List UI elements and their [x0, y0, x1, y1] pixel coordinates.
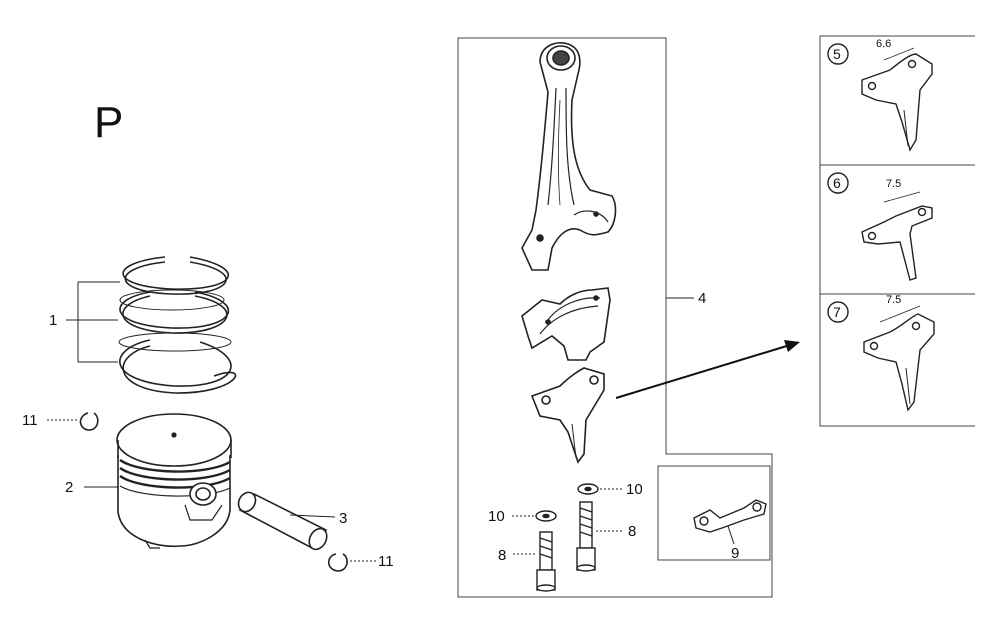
rod-bolt-left: [536, 531, 556, 592]
callout-label-rings: 1: [49, 312, 57, 329]
variant-dimension: 6.6: [876, 38, 891, 50]
variant-dimension: 7.5: [886, 178, 901, 190]
callout-label-bolt-left: 8: [498, 547, 506, 564]
rod-assembly-frame: [457, 37, 773, 598]
variant-number: 6: [833, 175, 841, 191]
variant-number: 7: [833, 304, 841, 320]
callout-leader-lock-plate: [727, 525, 735, 545]
callout-leader-pin: [289, 514, 336, 518]
callout-label-lock-plate: 9: [731, 545, 739, 562]
callout-label-clip-bottom: 11: [378, 553, 394, 570]
callout-label-pin: 3: [339, 510, 347, 527]
callout-leader-rings: [66, 281, 120, 363]
variant-5: 5 6.6: [827, 38, 933, 152]
variant-dimension: 7.5: [886, 294, 901, 306]
callout-label-washer-left: 10: [488, 508, 505, 525]
lock-plate-frame: [657, 465, 771, 561]
snap-clip-top: [79, 412, 99, 431]
callout-label-piston: 2: [65, 479, 73, 496]
variant-7: 7 7.5: [827, 294, 935, 412]
piston: [116, 413, 232, 549]
piston-pin: [237, 491, 328, 551]
rod-bolt-right: [576, 501, 596, 572]
connecting-rod: [521, 42, 617, 271]
variant-6: 6 7.5: [827, 172, 933, 281]
dipper-variant-6: [861, 205, 933, 281]
variant-number-badge: [827, 301, 849, 323]
section-letter: P: [94, 98, 123, 147]
variant-number-badge: [827, 43, 849, 65]
variants-frame: [819, 35, 975, 427]
callout-label-washer-right: 10: [626, 481, 643, 498]
oil-dipper: [530, 367, 605, 464]
washer-left: [535, 510, 557, 522]
variant-number-badge: [827, 172, 849, 194]
dipper-variant-7: [863, 313, 935, 412]
callout-label-rod-assembly: 4: [698, 290, 706, 307]
callout-label-bolt-right: 8: [628, 523, 636, 540]
washer-right: [577, 483, 599, 495]
variant-number: 5: [833, 46, 841, 62]
rod-cap: [521, 287, 611, 361]
pointer-arrow: [615, 340, 800, 399]
lock-plate: [693, 499, 767, 533]
piston-rings: [118, 256, 237, 394]
dipper-variant-5: [861, 53, 933, 152]
snap-clip-bottom: [327, 553, 348, 572]
callout-label-clip-top: 11: [22, 412, 38, 429]
